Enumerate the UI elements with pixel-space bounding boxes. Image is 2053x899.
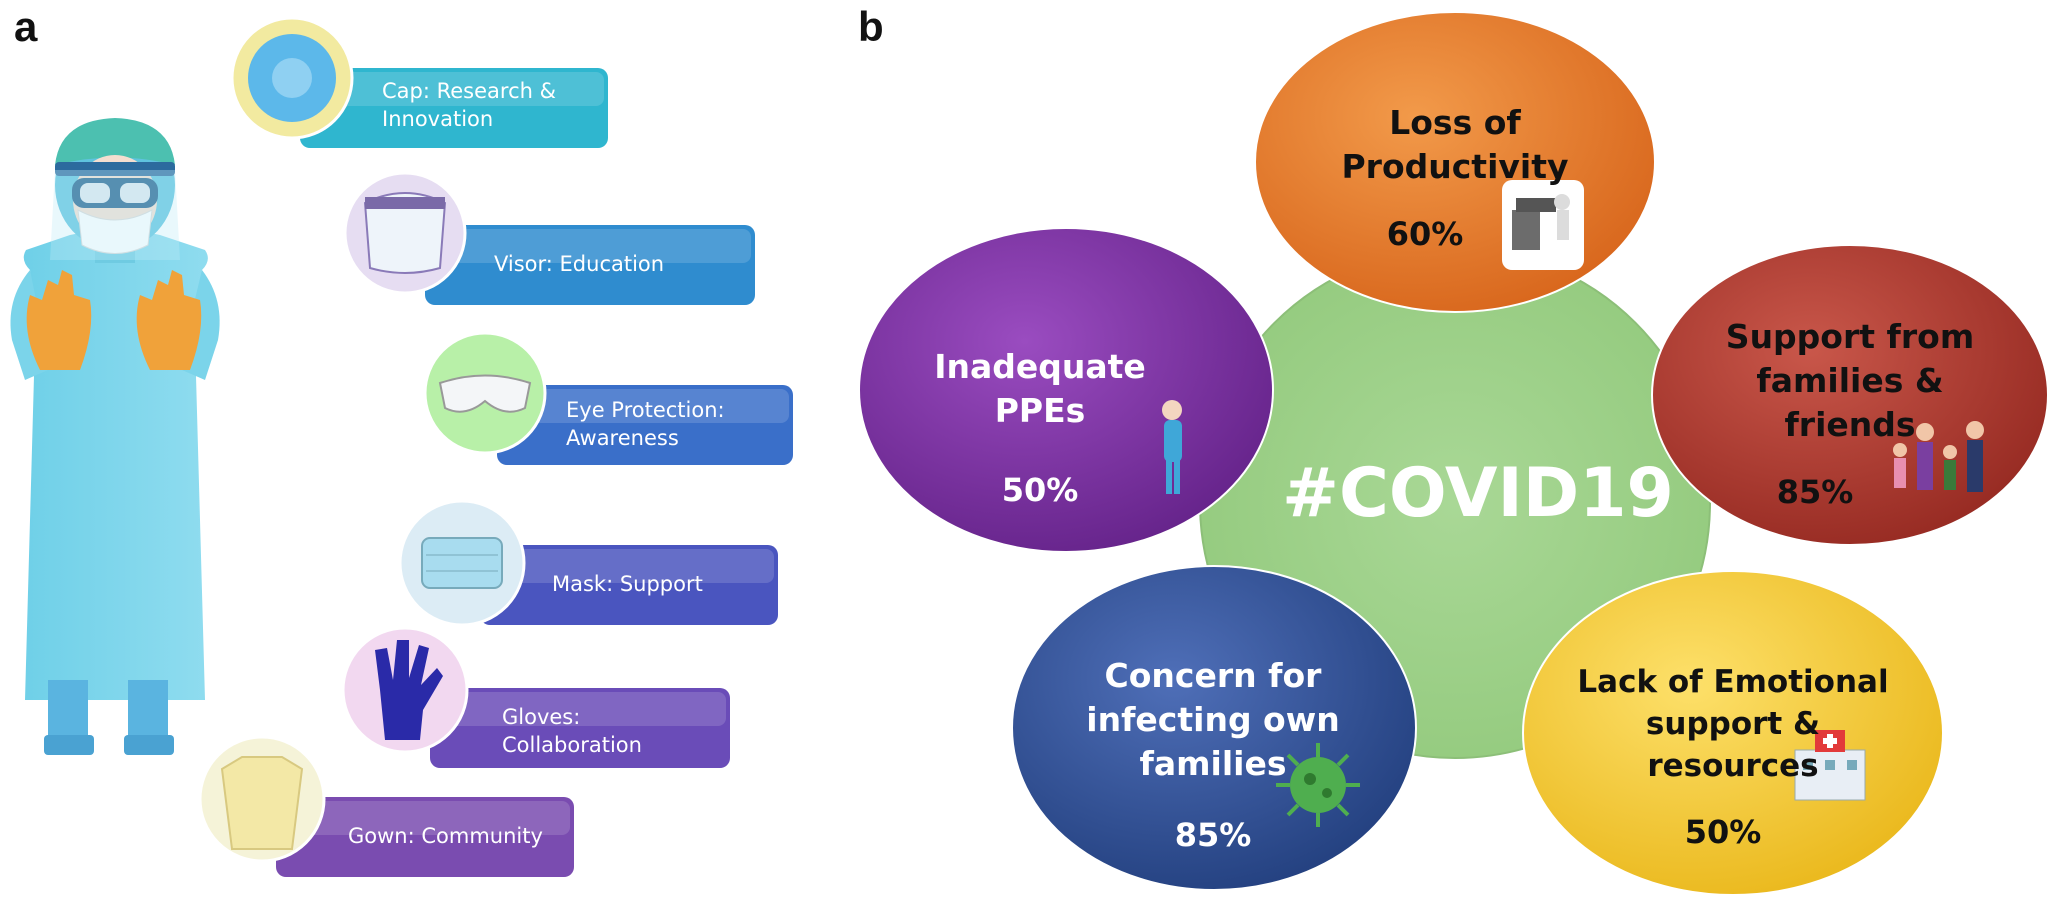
healthcare-worker-illustration [10, 118, 220, 755]
machine-worker-icon [1502, 180, 1584, 270]
ppe-label-mask: Mask: Support [552, 572, 703, 596]
bubble-infecting-text: Concern for infecting own families 85% [1058, 635, 1368, 874]
ppe-tab-highlight [501, 389, 789, 423]
mask-icon-graphic [421, 537, 503, 589]
ppe-tab-eye-protection [497, 385, 793, 465]
bubble-productivity-text: Loss of Productivity 60% [1305, 82, 1605, 273]
ppe-tab-highlight [280, 801, 570, 835]
emotional-pct: 50% [1684, 813, 1762, 851]
ppe-tab-highlight [304, 72, 604, 106]
visor-icon-graphic [363, 192, 447, 274]
virus-icon [1276, 743, 1360, 827]
ppe-tab-cap [300, 68, 608, 148]
ppe-tab-highlight [434, 692, 726, 726]
productivity-pct: 60% [1386, 215, 1464, 253]
gloves-icon-graphic [375, 640, 443, 740]
ppe-label-eye-protection: Eye Protection: Awareness [566, 398, 725, 450]
bubble-support-family-text: Support from families & friends 85% [1700, 296, 2000, 531]
goggles-icon-graphic [438, 374, 532, 413]
panel-a-diagram [10, 16, 793, 877]
ppe-label-gown: Gown: Community [348, 824, 543, 848]
ppe-tab-gown [276, 797, 574, 877]
ppe-label-gloves: Gloves: Collaboration [502, 705, 642, 757]
ppe-tab-mask [480, 545, 778, 625]
ppe-label-cap: Cap: Research & Innovation [382, 79, 556, 131]
infecting-pct: 85% [1174, 816, 1252, 854]
ppe-tab-highlight [429, 229, 751, 263]
ppe-tab-visor [425, 225, 755, 305]
cap-icon-graphic [248, 34, 336, 122]
productivity-title: Loss of Productivity [1341, 103, 1569, 186]
hospital-icon [1794, 730, 1866, 801]
support-family-title: Support from families & friends [1725, 317, 1975, 444]
ppe-label-visor: Visor: Education [494, 252, 665, 276]
ppe-tab-gloves [430, 688, 730, 768]
center-title: #COVID19 [1282, 454, 1674, 533]
ppe-tab-highlight [484, 549, 774, 583]
bubble-emotional-text: Lack of Emotional support & resources 50… [1573, 642, 1893, 871]
family-icon [1893, 421, 1984, 492]
bubble-emotional [1522, 570, 1944, 896]
emotional-title: Lack of Emotional support & resources [1577, 664, 1889, 784]
gown-icon-graphic [220, 756, 304, 850]
ppe-title: Inadequate PPEs [934, 347, 1146, 430]
support-family-pct: 85% [1776, 473, 1854, 511]
infecting-title: Concern for infecting own families [1086, 656, 1340, 783]
ppe-pct: 50% [1001, 471, 1079, 509]
panel-a-letter: a [14, 3, 38, 50]
bubble-ppe-text: Inadequate PPEs 50% [920, 326, 1160, 529]
panel-b-letter: b [858, 3, 884, 50]
nurse-icon [1162, 400, 1182, 494]
